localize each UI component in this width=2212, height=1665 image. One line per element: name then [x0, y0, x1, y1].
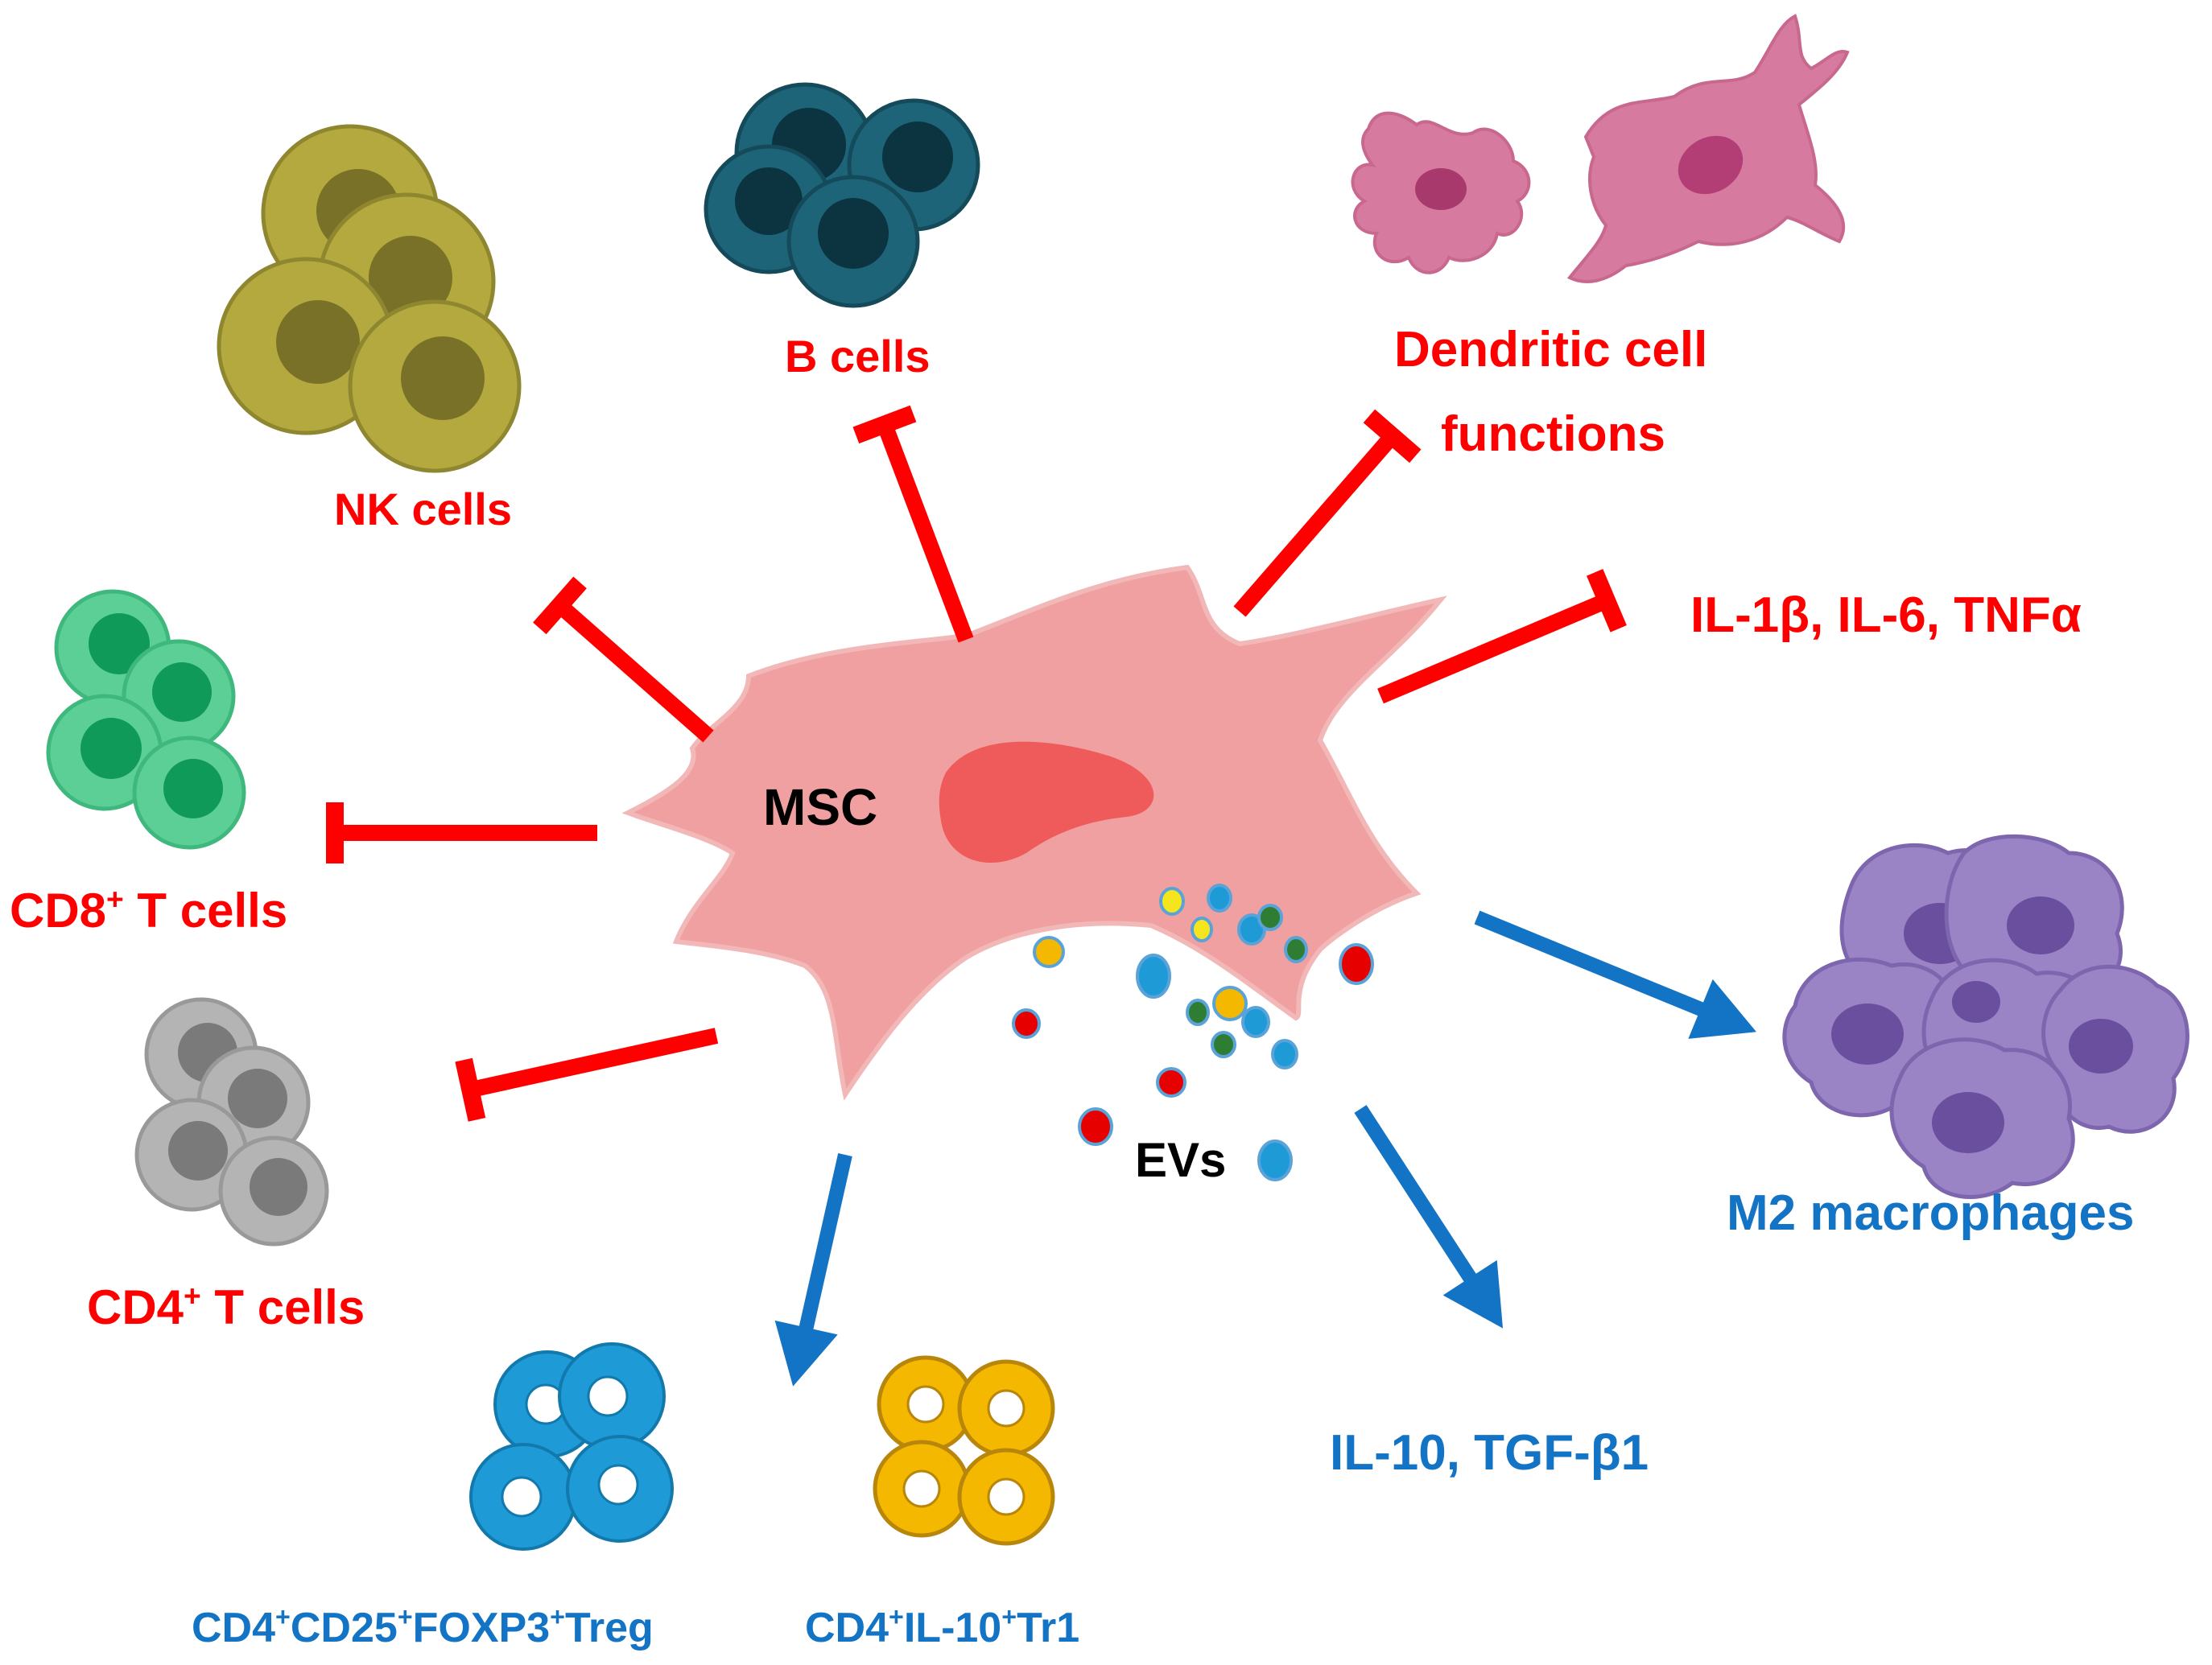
treg-cell-cluster-icon	[469, 1342, 674, 1551]
treg-label-cd25: CD25	[291, 1605, 398, 1651]
tr1-label-tr1: Tr1	[1017, 1605, 1079, 1651]
dc-label-line2: functions	[1441, 406, 1665, 462]
treg-label: CD4+CD25+FOXP3+Treg	[192, 1602, 654, 1651]
nk-cells-label: NK cells	[334, 484, 512, 534]
inhibit-arrow-dc	[1233, 409, 1422, 617]
nk-cell-cluster-icon	[217, 124, 522, 473]
inhibit-arrow-b	[852, 405, 974, 643]
promote-arrow-m2	[1474, 910, 1756, 1039]
msc-label: MSC	[763, 778, 877, 836]
treg-label-cd4: CD4	[192, 1605, 275, 1651]
tr1-cell-cluster-icon	[873, 1355, 1055, 1546]
cd4-t-cell-cluster-icon	[134, 997, 329, 1247]
tr1-label-il10: IL-10	[904, 1605, 1001, 1651]
dendritic-cell-icon	[1351, 14, 1850, 283]
inhibit-arrow-cd4	[455, 1028, 719, 1122]
tr1-label-sup1: +	[889, 1602, 904, 1631]
dc-label-line1: Dendritic cell	[1394, 322, 1707, 377]
cd4-label-rest: T cells	[201, 1280, 365, 1334]
b-cells-label: B cells	[785, 331, 931, 381]
b-cell-cluster-icon	[704, 82, 980, 308]
inhibit-arrow-nk	[533, 576, 714, 743]
m2-macrophage-cluster-icon	[1782, 834, 2189, 1199]
treg-label-sup2: +	[398, 1602, 413, 1631]
treg-label-sup3: +	[550, 1602, 565, 1631]
treg-label-treg: Treg	[565, 1605, 654, 1651]
inhibition-arrows	[326, 405, 1627, 1122]
promotion-arrows	[774, 910, 1756, 1387]
inhibited-cytokines-label: IL-1β, IL-6, TNFα	[1690, 587, 2082, 643]
cd4-label-main: CD4	[87, 1280, 184, 1334]
cd8-t-cells-label: CD8+ T cells	[10, 882, 287, 938]
cd4-label-sup: +	[184, 1279, 201, 1313]
promote-arrow-treg	[774, 1153, 852, 1387]
treg-label-foxp3: FOXP3	[413, 1605, 551, 1651]
msc-nucleus-icon	[939, 741, 1154, 863]
m2-macrophages-label: M2 macrophages	[1727, 1185, 2135, 1241]
evs-label: EVs	[1135, 1133, 1226, 1187]
promote-arrow-il10	[1354, 1105, 1504, 1329]
treg-label-sup1: +	[275, 1602, 291, 1631]
tr1-label: CD4+IL-10+Tr1	[805, 1602, 1079, 1651]
inhibit-arrow-cytokines	[1377, 569, 1627, 704]
extracellular-vesicle-icon	[1012, 884, 1374, 1181]
msc-cell-icon	[621, 564, 1447, 1101]
tr1-label-cd4: CD4	[805, 1605, 889, 1651]
cd8-label-main: CD8	[10, 884, 106, 938]
inhibit-arrow-cd8	[326, 802, 597, 863]
cd8-t-cell-cluster-icon	[46, 589, 246, 850]
cd8-label-rest: T cells	[124, 884, 287, 938]
tr1-label-sup2: +	[1001, 1602, 1017, 1631]
cd8-label-sup: +	[106, 882, 124, 916]
cd4-t-cells-label: CD4+ T cells	[87, 1279, 365, 1334]
induced-cytokines-label: IL-10, TGF-β1	[1330, 1425, 1649, 1481]
